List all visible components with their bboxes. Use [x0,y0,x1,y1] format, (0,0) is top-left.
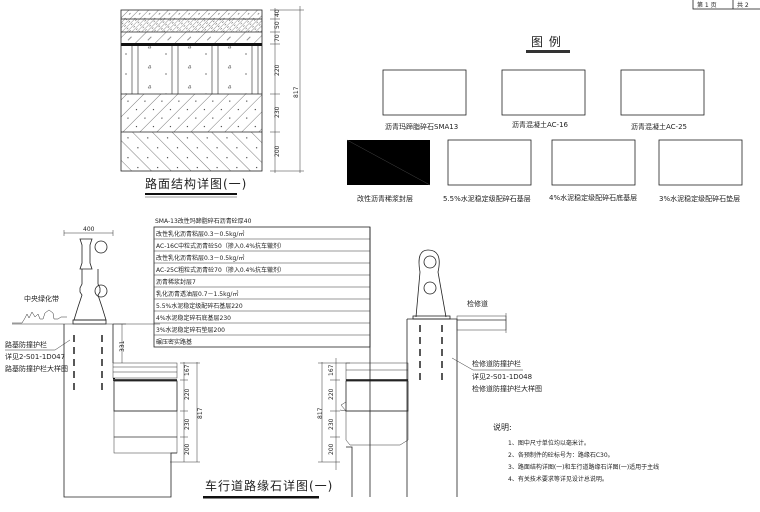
service-road-foundation [406,318,458,497]
legend-item-ac16: 沥青混凝土AC-16 [501,69,586,129]
callout-ref: 详见2-S01-1D047 [5,352,65,361]
layer-row: 改性乳化沥青粘层0.3－0.5kg/㎡ [156,254,244,262]
dim-label: 220 [184,388,191,400]
notes-title: 说明: [493,422,512,432]
layer-table: SMA-13改性玛蹄脂碎石沥青砼厚40 改性乳化沥青粘层0.3－0.5kg/㎡ … [153,217,371,497]
dim-label: 230 [184,418,191,430]
guardrail-width-label: 400 [83,226,95,233]
note-item: 2、各预制件的砼标号为：路缘石C30。 [508,451,614,459]
note-item: 3、路面结构详图(一)和车行道路缘石详图(一)适用于主线 [508,463,659,471]
median-guardrail-detail: 400 中央绿化带 331 路基防撞护栏 详见2-S01-1D047 路基防撞护… [5,226,204,498]
layer-table-header: SMA-13改性玛蹄脂碎石沥青砼厚40 [155,217,252,225]
dim-label: 200 [274,145,281,157]
total-dim-label: 817 [317,407,324,419]
callout-title: 检修道防撞护栏 [472,359,521,368]
page-number: 第 1 页 [697,1,717,9]
total-dim-label: 817 [293,86,300,98]
title-block: 第 1 页 共 2 [692,0,760,10]
dim-label: 220 [274,64,281,76]
pedestal-height-label: 331 [119,340,126,352]
layer-row: 乳化沥青透油层0.7－1.5kg/㎡ [156,290,238,298]
svg-text:沥青玛蹄脂碎石SMA13: 沥青玛蹄脂碎石SMA13 [385,122,458,131]
guardrail-upper-post [79,238,93,270]
legend-item-base: 5.5%水泥稳定级配碎石基层 [443,139,532,203]
dim-label: 230 [274,106,281,118]
median-label: 中央绿化带 [24,294,59,303]
note-item: 1、图中尺寸单位均以毫米计。 [508,439,590,447]
legend-title: 图 例 [531,35,562,49]
dim-label: 167 [184,364,191,376]
dim-label: 70 [274,34,281,42]
total-dim-label: 817 [197,407,204,419]
guardrail-rail [94,240,108,254]
svg-text:5.5%水泥稳定级配碎石基层: 5.5%水泥稳定级配碎石基层 [443,194,531,203]
guardrail-rail [94,284,108,298]
curb-detail-title: 车行道路缘石详图(一) [205,478,333,493]
svg-text:4%水泥稳定级配碎石底基层: 4%水泥稳定级配碎石底基层 [549,193,637,202]
layer-row: AC-16C中粒式沥青砼50（掺入0.4%抗车辙剂） [156,242,285,250]
layer-row: 改性乳化沥青粘层0.3－0.5kg/㎡ [156,230,244,238]
dim-label: 200 [328,443,335,455]
layer-row: 3%水泥稳定碎石垫层200 [156,326,225,334]
svg-text:3%水泥稳定级配碎石垫层: 3%水泥稳定级配碎石垫层 [659,194,740,203]
legend-item-ac25: 沥青混凝土AC-25 [620,69,705,131]
callout-title: 路基防撞护栏 [5,340,47,349]
dim-label: 50 [274,21,281,29]
service-road-label: 检修道 [467,299,488,308]
service-road-curb-detail: 167 220 230 200 817 检修道 检修道防撞护栏 详见2-S01-… [203,249,542,499]
dim-label: 40 [274,9,281,17]
notes: 说明: 1、图中尺寸单位均以毫米计。 2、各预制件的砼标号为：路缘石C30。 3… [493,422,659,483]
legend-item-sma13: 沥青玛蹄脂碎石SMA13 [382,69,467,131]
callout-desc: 路基防撞护栏大样图 [5,364,68,373]
layer-row: 碾压密实路基 [156,338,192,346]
guardrail-lower-post [73,269,107,321]
layer-row: 5.5%水泥稳定级配碎石基层220 [156,302,243,310]
dim-label: 220 [328,388,335,400]
layer-row: AC-25C粗粒式沥青砼70（掺入0.4%抗车辙剂） [156,266,285,274]
svg-text:沥青混凝土AC-25: 沥青混凝土AC-25 [631,122,687,131]
legend-item-subbase: 4%水泥稳定级配碎石底基层 [549,139,637,202]
dim-label: 230 [328,418,335,430]
layer-row: 沥青稀浆封层7 [156,278,196,286]
legend: 图 例 沥青玛蹄脂碎石SMA13 沥青混凝土AC-16 沥青混凝土AC-25 改… [346,35,743,203]
page-total: 共 2 [737,1,749,9]
dim-label: 167 [328,364,335,376]
pavement-detail-title: 路面结构详图(一) [145,176,247,191]
note-item: 4、有关技术要求等详见设计总说明。 [508,475,608,483]
svg-text:改性沥青稀浆封层: 改性沥青稀浆封层 [357,194,413,203]
layer-row: 4%水泥稳定碎石底基层230 [156,314,231,322]
callout-desc: 检修道防撞护栏大样图 [472,384,542,393]
dim-label: 200 [184,443,191,455]
legend-item-slurry-seal: 改性沥青稀浆封层 [346,139,431,203]
service-guardrail-post [415,249,447,318]
legend-item-cushion: 3%水泥稳定级配碎石垫层 [658,139,743,203]
pavement-structure-detail: 40 50 70 220 230 200 817 路面结构详图(一) [120,6,304,198]
svg-text:沥青混凝土AC-16: 沥青混凝土AC-16 [512,120,569,129]
pavement-dimension-lines [270,6,304,173]
callout-ref: 详见2-S01-1D048 [472,372,532,381]
median-shrub [12,309,67,324]
